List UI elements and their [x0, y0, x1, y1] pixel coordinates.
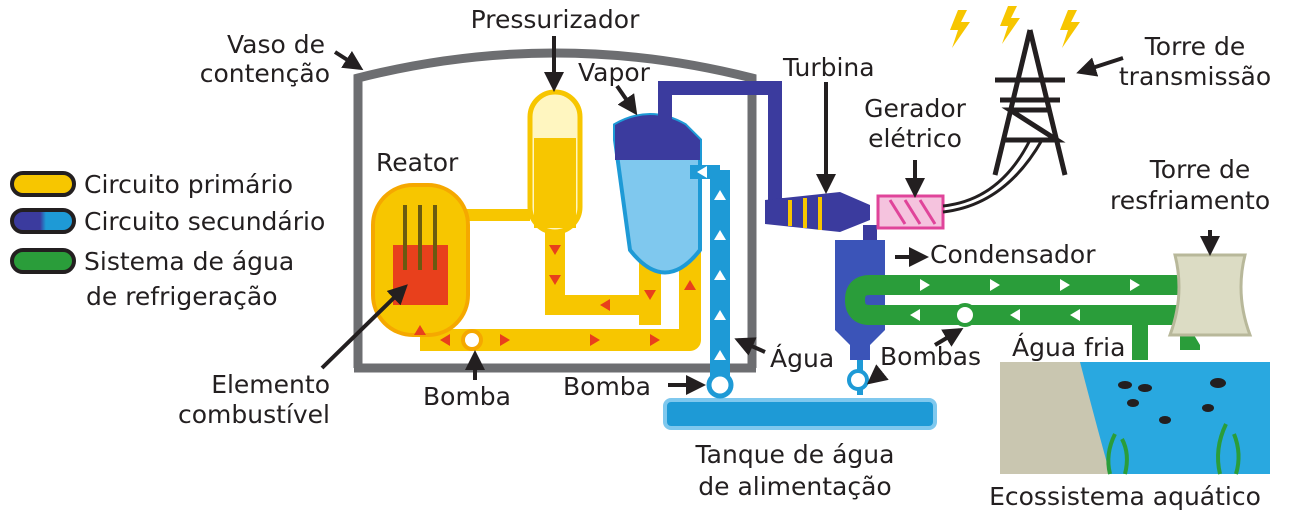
label-elemento-2: combustível — [177, 400, 330, 429]
label-bombas: Bombas — [880, 342, 982, 371]
label-reator: Reator — [376, 148, 459, 177]
legend-label-cooling-1: Sistema de água — [84, 246, 295, 276]
label-bomba-left: Bomba — [423, 382, 511, 411]
legend-swatch-cooling — [10, 248, 76, 274]
legend-swatch-secondary — [10, 208, 76, 234]
feedwater-tank — [663, 398, 937, 430]
label-torre-transmissao-2: transmissão — [1118, 62, 1272, 91]
secondary-circuit — [658, 81, 937, 430]
legend-swatch-primary — [10, 171, 76, 197]
pointer-arrows — [320, 36, 1220, 395]
condenser-pump — [847, 369, 869, 391]
legend-secondary: Circuito secundário — [10, 205, 325, 237]
legend-label-cooling-2: de refrigeração — [86, 282, 278, 311]
power-lines — [942, 139, 1044, 214]
label-gerador-1: Gerador — [864, 94, 966, 123]
label-tanque-1: Tanque de água — [695, 440, 895, 469]
steam-generator — [613, 113, 702, 275]
legend-label-secondary: Circuito secundário — [84, 206, 326, 236]
label-vapor: Vapor — [578, 58, 650, 87]
label-vaso-1: Vaso de — [227, 30, 325, 59]
label-torre-transmissao-1: Torre de — [1144, 32, 1246, 61]
label-agua: Água — [770, 344, 835, 373]
label-gerador-2: elétrico — [868, 124, 962, 153]
legend-label-primary: Circuito primário — [84, 169, 293, 199]
label-condensador: Condensador — [930, 240, 1096, 269]
label-pressurizador: Pressurizador — [470, 5, 640, 34]
generator — [876, 194, 945, 230]
label-turbina: Turbina — [783, 53, 875, 82]
feedwater-pump — [706, 371, 734, 399]
cooling-pump — [953, 303, 977, 327]
label-torre-resfriamento-1: Torre de — [1149, 155, 1251, 184]
cooling-tower — [1167, 253, 1253, 337]
label-ecossistema: Ecossistema aquático — [989, 482, 1261, 511]
aquatic-ecosystem — [1000, 362, 1270, 475]
legend-cooling: Sistema de água — [10, 245, 294, 277]
legend-primary: Circuito primário — [10, 168, 293, 200]
primary-pump — [461, 329, 483, 351]
lightning-icon — [950, 6, 1080, 48]
label-elemento-1: Elemento — [211, 370, 330, 399]
transmission-tower — [992, 29, 1068, 176]
label-vaso-2: contenção — [199, 59, 330, 88]
cooling-circuit — [844, 275, 1206, 360]
label-bomba-mid: Bomba — [563, 372, 651, 401]
label-torre-resfriamento-2: resfriamento — [1110, 186, 1271, 215]
label-agua-fria: Água fria — [1012, 333, 1126, 362]
label-tanque-2: de alimentação — [698, 472, 892, 501]
